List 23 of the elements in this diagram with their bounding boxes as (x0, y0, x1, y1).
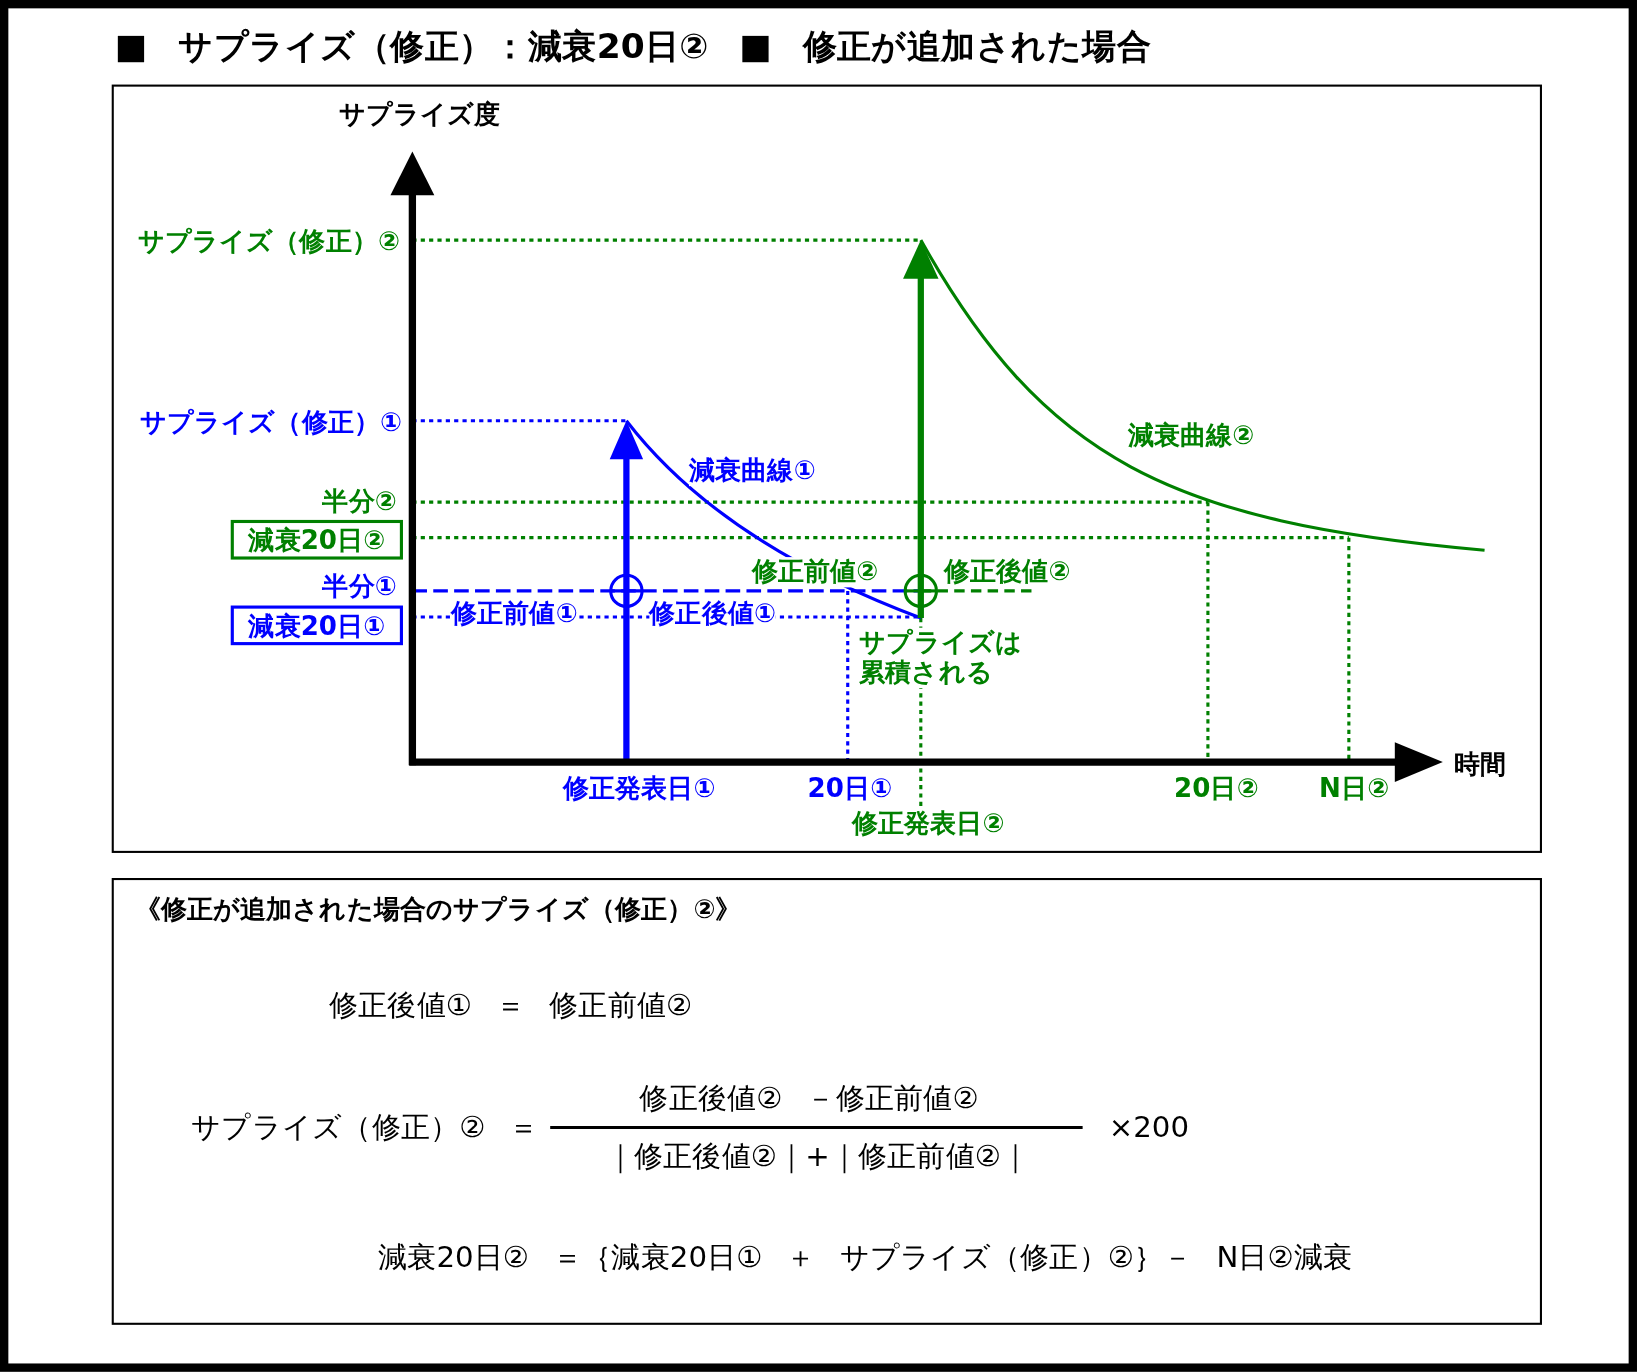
axis-title: サプライズ度 (338, 99, 501, 130)
title: ■ サプライズ（修正）：減衰20日② ■ 修正が追加された場合 (114, 27, 1152, 67)
boxed-label: 減衰20日② (230, 519, 403, 560)
formula: 減衰20日② ＝｛減衰20日① ＋ サプライズ（修正）②｝－ N日②減衰 (377, 1241, 1353, 1275)
axis-title: 時間 (1454, 750, 1507, 781)
formula: サプライズ（修正）② ＝ (191, 1110, 539, 1145)
formula-numerator: 修正後値② －修正前値② (639, 1081, 979, 1116)
value-label: 修正後値① (649, 598, 776, 629)
formula-denominator: ｜修正後値②｜+｜修正前値②｜ (605, 1139, 1030, 1174)
value-label: 修正前値② (751, 557, 879, 588)
value-label: サプライズ（修正）② (137, 227, 400, 258)
formula-panel (111, 878, 1542, 1325)
boxed-label: 減衰20日① (230, 605, 403, 646)
tick-label: 修正発表日② (851, 808, 1005, 839)
value-label: 半分① (322, 571, 397, 602)
formula: 修正後値① ＝ 修正前値② (328, 988, 693, 1023)
panel-heading: 《修正が追加された場合のサプライズ（修正）②》 (134, 894, 742, 925)
formula: ×200 (1108, 1110, 1189, 1145)
value-label: サプライズ（修正）① (139, 407, 402, 438)
value-label: 修正前値① (451, 598, 578, 629)
value-label: 修正後値② (943, 557, 1071, 588)
curve-label: 減衰曲線① (689, 455, 816, 486)
tick-label: 修正発表日① (562, 774, 716, 805)
